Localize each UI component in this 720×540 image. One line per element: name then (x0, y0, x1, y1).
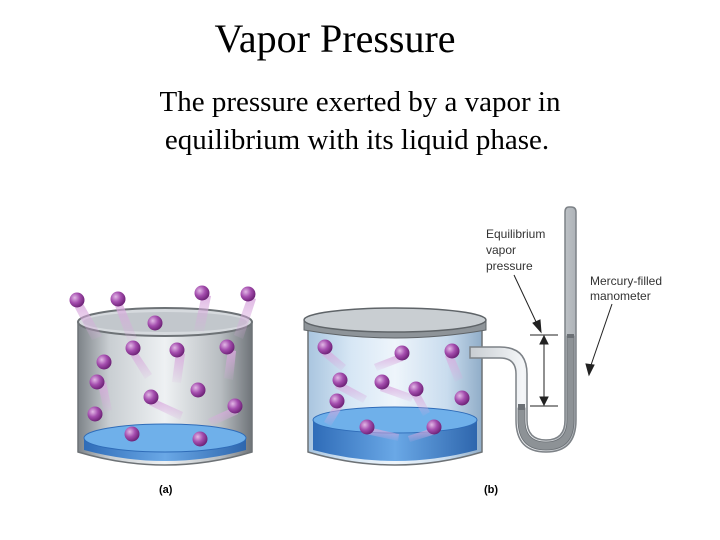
label-equilibrium-line3: pressure (486, 259, 533, 273)
molecule (227, 398, 243, 414)
molecule (96, 354, 112, 370)
open-beaker-a (77, 307, 253, 466)
molecule (332, 372, 348, 388)
molecule (124, 426, 140, 442)
molecule (69, 292, 85, 308)
label-manometer-line2: manometer (590, 289, 651, 303)
molecule (359, 419, 375, 435)
label-pointers (513, 274, 613, 377)
molecule (317, 339, 333, 355)
molecule (169, 342, 185, 358)
molecule (190, 382, 206, 398)
molecule (444, 343, 460, 359)
molecule (110, 291, 126, 307)
molecule (329, 393, 345, 409)
molecule (147, 315, 163, 331)
mercury-manometer (469, 206, 577, 453)
molecule (426, 419, 442, 435)
pressure-difference-marker (530, 334, 558, 407)
molecule (194, 285, 210, 301)
molecules-b (317, 339, 470, 442)
label-manometer-line1: Mercury-filled (590, 274, 662, 288)
molecule (143, 389, 159, 405)
molecule (394, 345, 410, 361)
molecules-a (69, 285, 256, 447)
slide-title: Vapor Pressure (214, 16, 456, 61)
molecule (89, 374, 105, 390)
molecule (408, 381, 424, 397)
molecule (219, 339, 235, 355)
molecule (374, 374, 390, 390)
caption-a: (a) (159, 484, 173, 496)
label-equilibrium-line2: vapor (486, 243, 516, 257)
label-equilibrium-line1: Equilibrium (486, 227, 545, 241)
molecule (240, 286, 256, 302)
definition-line-1: The pressure exerted by a vapor in (159, 86, 561, 118)
molecule (87, 406, 103, 422)
caption-b: (b) (484, 484, 498, 496)
closed-beaker-b (303, 307, 487, 466)
definition-line-2: equilibrium with its liquid phase. (164, 124, 550, 156)
molecule (125, 340, 141, 356)
molecule (192, 431, 208, 447)
molecule (454, 390, 470, 406)
